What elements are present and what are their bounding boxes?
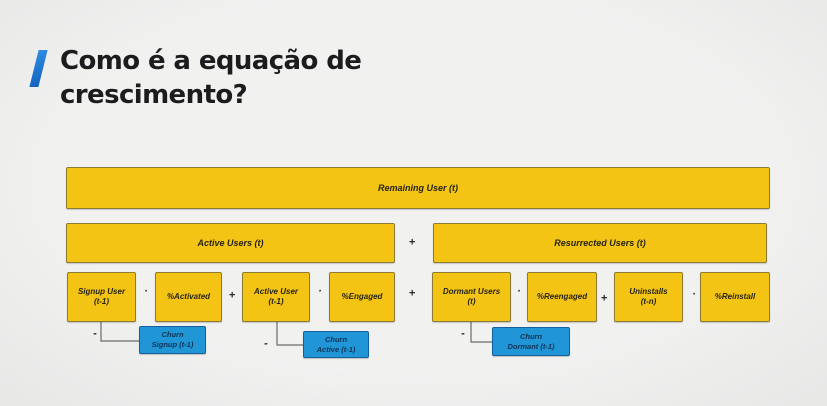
slide-title-line1: Como é a equação de [60, 46, 362, 76]
operator-multiply-4: · [692, 288, 696, 301]
operator-multiply-3: · [517, 285, 521, 298]
box-active-user: Active User (t-1) [242, 272, 310, 322]
box-churn-active-label: Churn [324, 334, 348, 344]
box-churn-signup-label: Churn [161, 330, 184, 339]
box-activated-rate-label: %Activated [166, 292, 211, 301]
box-uninstalls-label: Uninstalls [629, 287, 668, 296]
operator-multiply-1: · [144, 285, 148, 298]
box-active-users-label: Active Users (t) [197, 237, 264, 248]
box-dormant-users-label: Dormant Users [442, 287, 501, 296]
box-signup-user: Signup User (t-1) [67, 272, 136, 322]
operator-plus-3: + [600, 292, 608, 305]
box-activated-rate: %Activated [155, 272, 222, 322]
box-remaining-user-label: Remaining User (t) [377, 182, 458, 193]
slide-title-line2: crescimento? [60, 80, 248, 110]
slide-title: Como é a equação de crescimento? [60, 44, 520, 112]
box-churn-active-sub: Active (t-1) [316, 344, 356, 354]
box-resurrected-users-label: Resurrected Users (t) [554, 237, 646, 248]
connector-churn-active [276, 322, 303, 346]
box-reinstall-rate: %Reinstall [700, 272, 770, 322]
operator-plus-1: + [228, 289, 236, 302]
title-slash-icon [29, 50, 48, 87]
operator-minus-2: - [264, 337, 268, 350]
box-dormant-users: Dormant Users (t) [432, 272, 511, 322]
box-engaged-rate-label: %Engaged [341, 292, 383, 301]
box-signup-user-label: Signup User [77, 287, 126, 296]
box-churn-signup-sub: Signup (t-1) [151, 340, 194, 349]
box-churn-dormant: Churn Dormant (t-1) [492, 327, 570, 356]
box-reengaged-rate-label: %Reengaged [536, 292, 588, 301]
connector-churn-dormant [470, 322, 492, 343]
box-remaining-user: Remaining User (t) [66, 167, 770, 209]
box-uninstalls: Uninstalls (t-n) [614, 272, 683, 322]
box-churn-dormant-sub: Dormant (t-1) [507, 341, 555, 351]
operator-multiply-2: · [318, 285, 322, 298]
box-active-user-sub: (t-1) [268, 297, 284, 306]
box-active-user-label: Active User [253, 287, 299, 296]
operator-plus-2: + [408, 287, 416, 300]
box-engaged-rate: %Engaged [329, 272, 395, 322]
box-resurrected-users: Resurrected Users (t) [433, 223, 767, 263]
box-uninstalls-sub: (t-n) [640, 297, 657, 306]
box-active-users: Active Users (t) [66, 223, 395, 263]
box-churn-dormant-label: Churn [519, 331, 543, 341]
box-signup-user-sub: (t-1) [93, 297, 110, 306]
box-dormant-users-sub: (t) [467, 297, 476, 306]
box-reinstall-rate-label: %Reinstall [714, 292, 756, 301]
box-churn-active: Churn Active (t-1) [303, 331, 369, 358]
connector-churn-signup [100, 322, 139, 342]
box-churn-signup: Churn Signup (t-1) [139, 326, 206, 354]
operator-minus-3: - [461, 327, 465, 340]
operator-minus-1: - [93, 327, 97, 340]
operator-plus-level2: + [408, 236, 416, 249]
box-reengaged-rate: %Reengaged [527, 272, 597, 322]
